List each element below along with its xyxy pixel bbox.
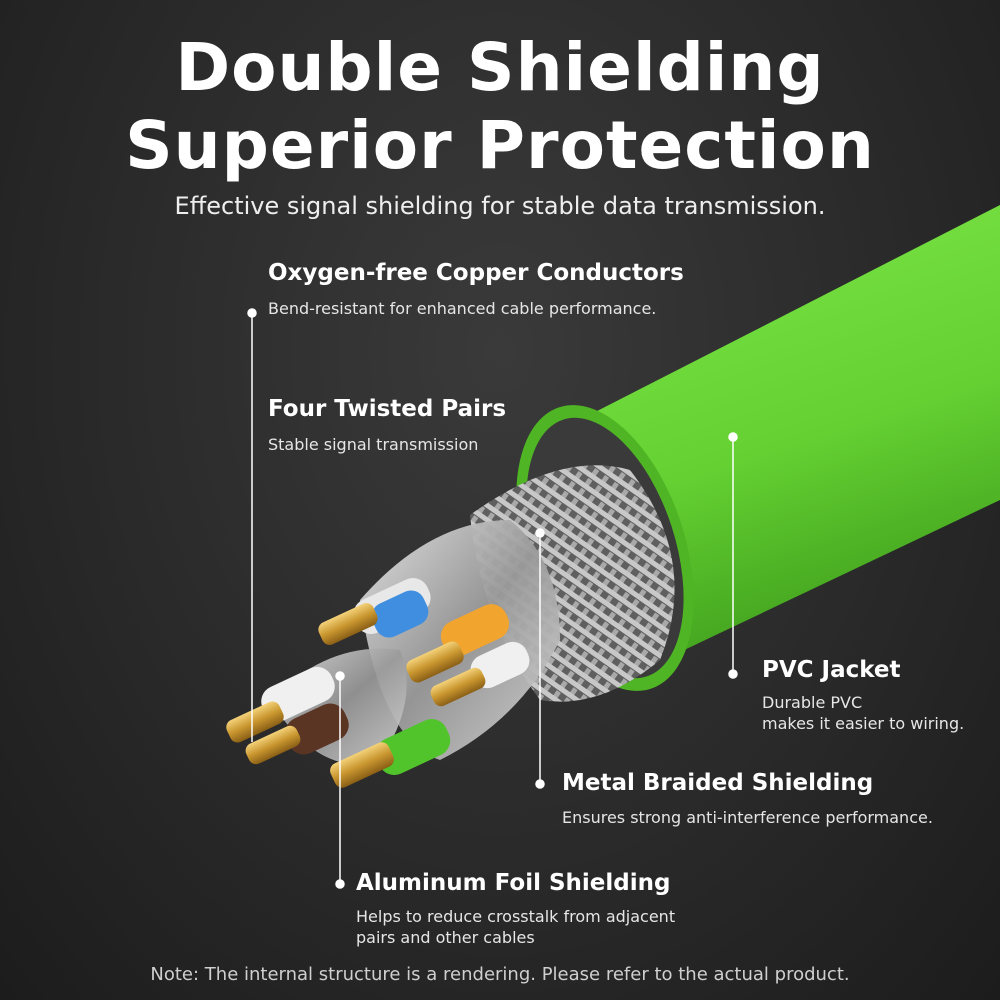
pointer-conductors — [247, 308, 257, 742]
label-pairs-desc: Stable signal transmission — [268, 435, 479, 454]
label-braid-desc: Ensures strong anti-interference perform… — [562, 808, 933, 827]
label-conductors-desc: Bend-resistant for enhanced cable perfor… — [268, 299, 657, 318]
label-jacket-desc-1: Durable PVC — [762, 693, 863, 712]
label-jacket-desc-2: makes it easier to wiring. — [762, 714, 965, 733]
footer-note: Note: The internal structure is a render… — [150, 964, 850, 985]
label-foil-desc-1: Helps to reduce crosstalk from adjacent — [356, 907, 676, 926]
title-line-1: Double Shielding — [175, 29, 825, 106]
pointer-foil — [335, 671, 345, 889]
label-foil-desc-2: pairs and other cables — [356, 928, 535, 947]
label-foil-title: Aluminum Foil Shielding — [356, 870, 671, 896]
pointer-jacket — [728, 432, 738, 679]
twisted-pairs — [226, 578, 530, 788]
label-pairs-title: Four Twisted Pairs — [268, 396, 507, 422]
label-braid-title: Metal Braided Shielding — [562, 770, 874, 796]
subtitle: Effective signal shielding for stable da… — [174, 192, 826, 220]
label-jacket-title: PVC Jacket — [762, 657, 901, 683]
pointer-braid — [535, 528, 545, 789]
title-line-2: Superior Protection — [125, 107, 875, 184]
label-conductors-title: Oxygen-free Copper Conductors — [268, 260, 684, 286]
